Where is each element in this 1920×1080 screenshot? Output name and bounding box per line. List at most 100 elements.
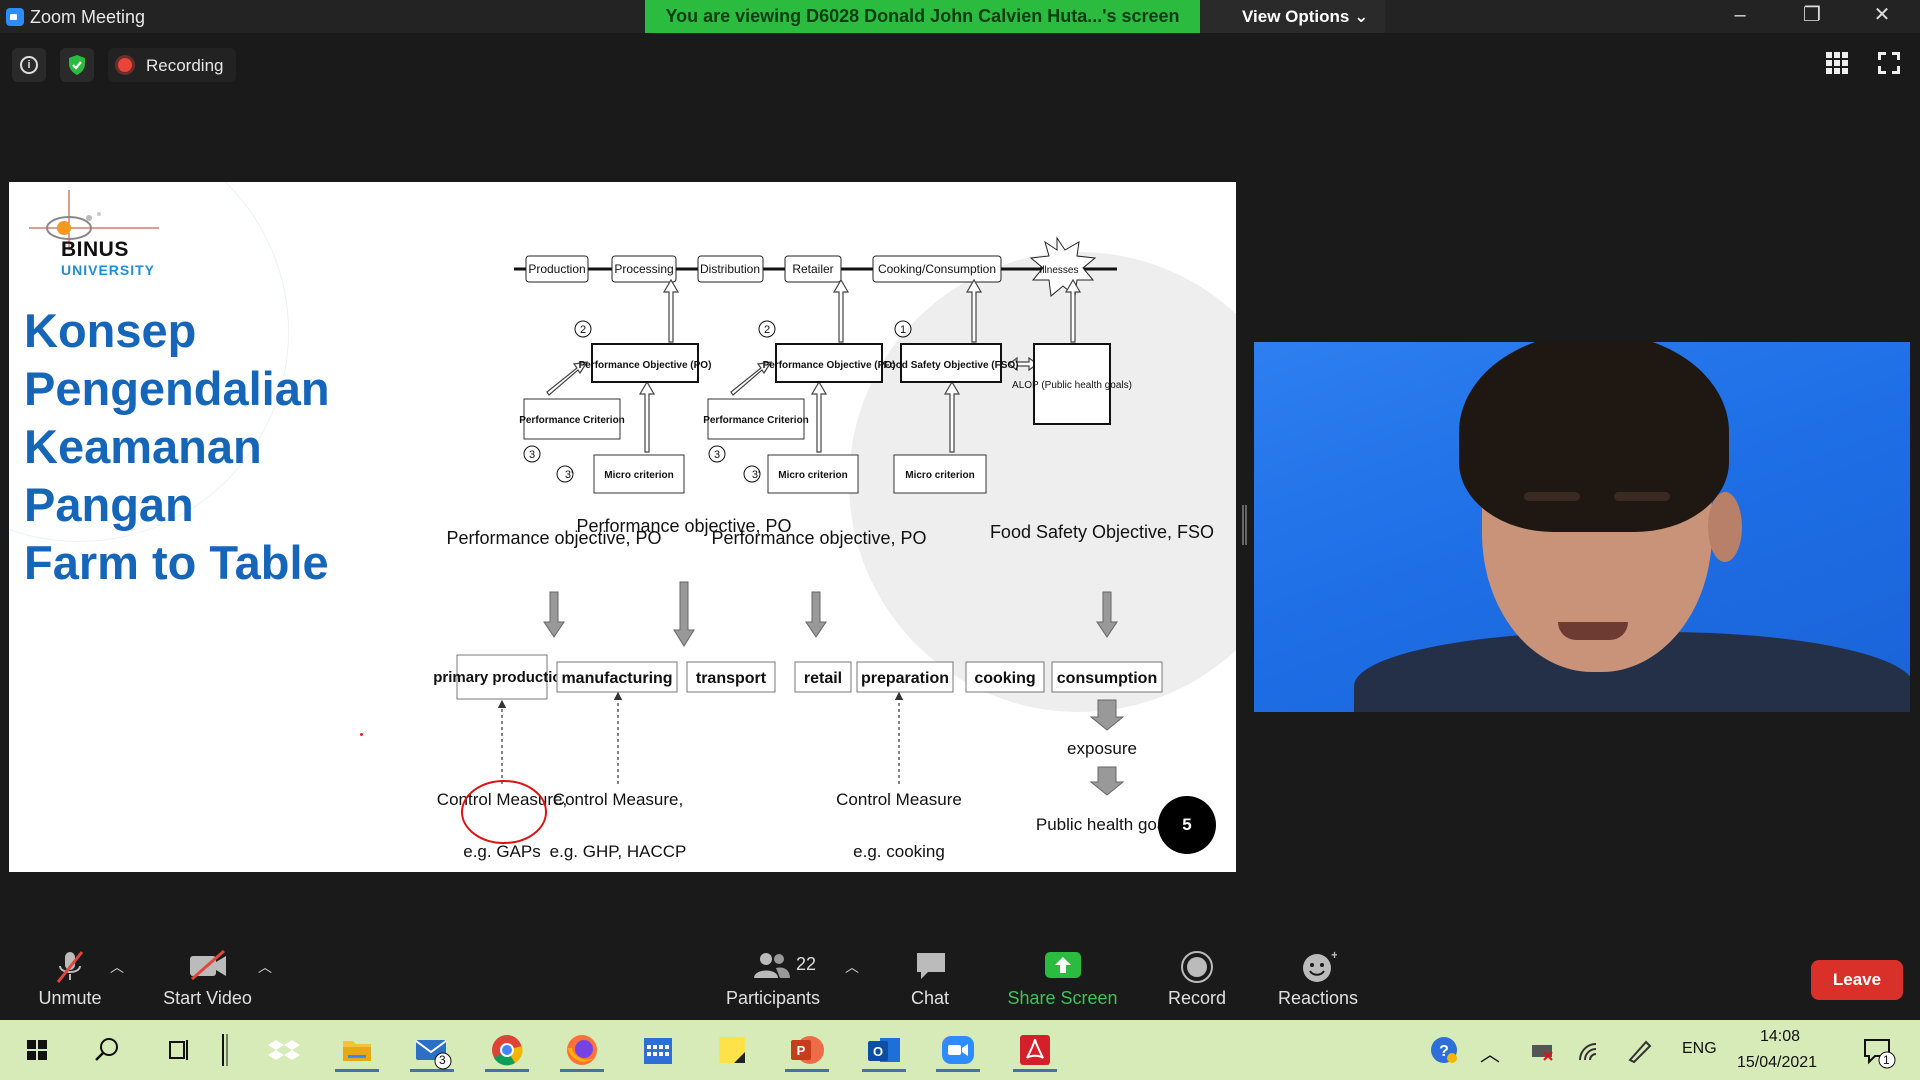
share-screen-button[interactable]: Share Screen xyxy=(1000,935,1125,1020)
step-marker: 3' xyxy=(565,469,573,481)
split-divider-handle[interactable] xyxy=(1242,505,1247,545)
firefox-app-button[interactable] xyxy=(560,1028,604,1072)
minimize-button[interactable]: – xyxy=(1734,4,1746,26)
outlook-app-button[interactable]: O xyxy=(862,1028,906,1072)
record-label: Record xyxy=(1167,988,1227,1008)
po-box xyxy=(591,343,699,383)
file-explorer-app-button[interactable] xyxy=(335,1028,379,1072)
zoom-icon xyxy=(942,1036,974,1064)
chain-node xyxy=(611,255,677,283)
stage-box xyxy=(686,661,776,693)
stage-box xyxy=(556,661,678,693)
perf-criterion-box xyxy=(707,398,805,440)
step-marker: 3 xyxy=(714,449,720,461)
step-marker: 3' xyxy=(752,469,760,481)
participants-label: Participants xyxy=(725,988,821,1008)
record-button[interactable]: Record xyxy=(1147,935,1247,1020)
search-button[interactable] xyxy=(85,1028,129,1072)
stage-label: retail xyxy=(804,670,842,687)
reactions-button[interactable]: + Reactions xyxy=(1268,935,1368,1020)
calendar-app-button[interactable] xyxy=(636,1028,680,1072)
sticky-notes-app-button[interactable] xyxy=(710,1028,754,1072)
clock-date[interactable]: 15/04/2021 xyxy=(1737,1054,1818,1071)
start-video-button[interactable]: Start Video xyxy=(150,935,265,1020)
dropbox-app-button[interactable] xyxy=(262,1028,306,1072)
gallery-view-icon[interactable] xyxy=(1826,52,1848,74)
removable-media-tray-button[interactable] xyxy=(1520,1028,1564,1072)
slide-title: Konsep Pengendalian Keamanan Pangan Farm… xyxy=(24,302,404,592)
leave-button[interactable]: Leave xyxy=(1811,960,1903,1000)
clock-time[interactable]: 14:08 xyxy=(1760,1028,1801,1045)
stage-label: consumption xyxy=(1057,670,1157,687)
svg-text:P: P xyxy=(797,1043,806,1058)
chat-button[interactable]: Chat xyxy=(890,935,970,1020)
farm-to-table-diagram: Production Processing Distribution Retai… xyxy=(433,236,1214,861)
logo-binus-text: BINUS xyxy=(61,238,129,261)
pen-tray-button[interactable] xyxy=(1618,1028,1662,1072)
chain-node-label: Production xyxy=(528,262,585,276)
security-shield-button[interactable] xyxy=(60,48,94,82)
chrome-icon xyxy=(492,1035,523,1066)
micro-criterion-box xyxy=(593,454,685,494)
micro-criterion-label: Micro criterion xyxy=(604,470,673,481)
recording-dot-icon xyxy=(118,58,132,72)
input-language[interactable]: ENG xyxy=(1682,1040,1717,1057)
restore-button[interactable]: ❐ xyxy=(1803,4,1821,26)
down-arrow xyxy=(543,591,565,638)
view-options-button[interactable]: View Options ⌄ xyxy=(1200,0,1385,33)
fullscreen-icon[interactable] xyxy=(1878,52,1900,74)
mail-icon xyxy=(415,1040,452,1070)
zoom-logo-icon xyxy=(6,8,24,26)
up-arrow xyxy=(638,380,656,453)
speaker-video[interactable] xyxy=(1254,342,1910,712)
perf-criterion-label: Performance Criterion xyxy=(519,415,625,426)
wifi-icon xyxy=(1579,1043,1597,1061)
chrome-app-button[interactable] xyxy=(485,1028,529,1072)
stage-label: cooking xyxy=(974,670,1035,687)
chain-node-label: Illnesses xyxy=(1040,265,1079,276)
chain-node xyxy=(525,255,589,283)
reactions-label: Reactions xyxy=(1277,988,1359,1008)
chevron-up-icon[interactable]: ︿ xyxy=(1480,1044,1500,1066)
unmute-button[interactable]: Unmute xyxy=(20,935,120,1020)
up-arrow xyxy=(810,380,828,453)
person-hair xyxy=(1459,342,1729,532)
participants-caret-icon[interactable]: ︿ xyxy=(845,959,859,975)
perf-criterion-box xyxy=(523,398,621,440)
shield-icon xyxy=(69,55,85,75)
audio-options-caret-icon[interactable]: ︿ xyxy=(110,959,124,975)
mail-app-button[interactable]: 3 xyxy=(410,1028,454,1072)
pointer-dot xyxy=(360,733,363,736)
meeting-info-button[interactable]: i xyxy=(12,48,46,82)
participants-button[interactable]: 22 Participants xyxy=(718,935,828,1020)
task-view-button[interactable] xyxy=(157,1028,201,1072)
micro-criterion-box xyxy=(767,454,859,494)
zoom-app-button[interactable] xyxy=(936,1028,980,1072)
micro-criterion-box xyxy=(893,454,987,494)
diag-arrow xyxy=(730,361,773,396)
help-tray-button[interactable]: ? xyxy=(1422,1028,1466,1072)
acrobat-app-button[interactable] xyxy=(1013,1028,1057,1072)
unmute-label: Unmute xyxy=(38,988,102,1008)
powerpoint-app-button[interactable]: P xyxy=(785,1028,829,1072)
meeting-toolbar: Unmute ︿ Start Video ︿ 22 Participants ︿… xyxy=(0,935,1920,1020)
chain-node xyxy=(784,255,842,283)
windows-start-button[interactable] xyxy=(15,1028,59,1072)
fso-box-label: Food Safety Objective (FSO) xyxy=(883,360,1018,371)
svg-text:+: + xyxy=(1331,950,1337,962)
chain-node xyxy=(872,255,1002,283)
recording-indicator[interactable]: Recording xyxy=(108,48,236,82)
stage-box xyxy=(794,661,852,693)
fso-box xyxy=(900,343,1002,383)
video-options-caret-icon[interactable]: ︿ xyxy=(258,959,272,975)
wifi-tray-button[interactable] xyxy=(1570,1028,1614,1072)
close-button[interactable]: ✕ xyxy=(1873,4,1891,26)
share-screen-icon xyxy=(1045,952,1081,978)
up-arrow xyxy=(832,278,850,343)
notifications-button[interactable]: 1 xyxy=(1855,1028,1899,1072)
powerpoint-icon: P xyxy=(791,1036,824,1064)
slide-number: 5 xyxy=(1158,796,1216,854)
objective-label: Performance objective, PO xyxy=(446,528,661,548)
binus-logo-icon xyxy=(29,190,159,250)
person-eyebrow xyxy=(1614,492,1670,501)
